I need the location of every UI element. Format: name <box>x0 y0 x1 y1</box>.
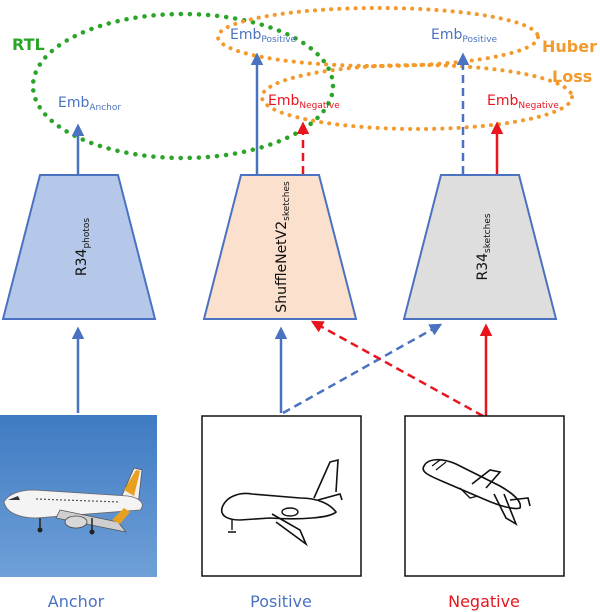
caption-negative: Negative <box>448 592 520 611</box>
rtl-label: RTL <box>12 35 45 54</box>
arrow-positive-to-sketches <box>282 323 443 415</box>
huber-ellipse-bottom <box>260 63 574 131</box>
network-shuffle-label: ShuffleNetV2sketches <box>274 181 292 313</box>
emb-positive-2: EmbPositive <box>431 27 498 45</box>
loss-label: Loss <box>552 67 592 86</box>
huber-ellipse-top <box>216 6 540 68</box>
emb-negative-1: EmbNegative <box>268 93 340 111</box>
rtl-ellipse <box>30 11 336 161</box>
huber-label: Huber <box>542 37 597 56</box>
network-photos-label: R34photos <box>74 218 92 277</box>
positive-sketch <box>201 415 362 577</box>
network-photos <box>1 174 157 320</box>
negative-sketch <box>404 415 565 577</box>
network-sketches <box>402 174 558 320</box>
caption-anchor: Anchor <box>48 592 105 611</box>
emb-anchor: EmbAnchor <box>58 95 121 113</box>
emb-positive-1: EmbPositive <box>230 27 297 45</box>
arrow-negative-to-shuffle <box>310 320 484 418</box>
network-sketches-label: R34sketches <box>475 213 493 280</box>
caption-positive: Positive <box>250 592 312 611</box>
anchor-photo <box>0 415 157 577</box>
network-shuffle <box>202 174 358 320</box>
emb-negative-2: EmbNegative <box>487 93 559 111</box>
